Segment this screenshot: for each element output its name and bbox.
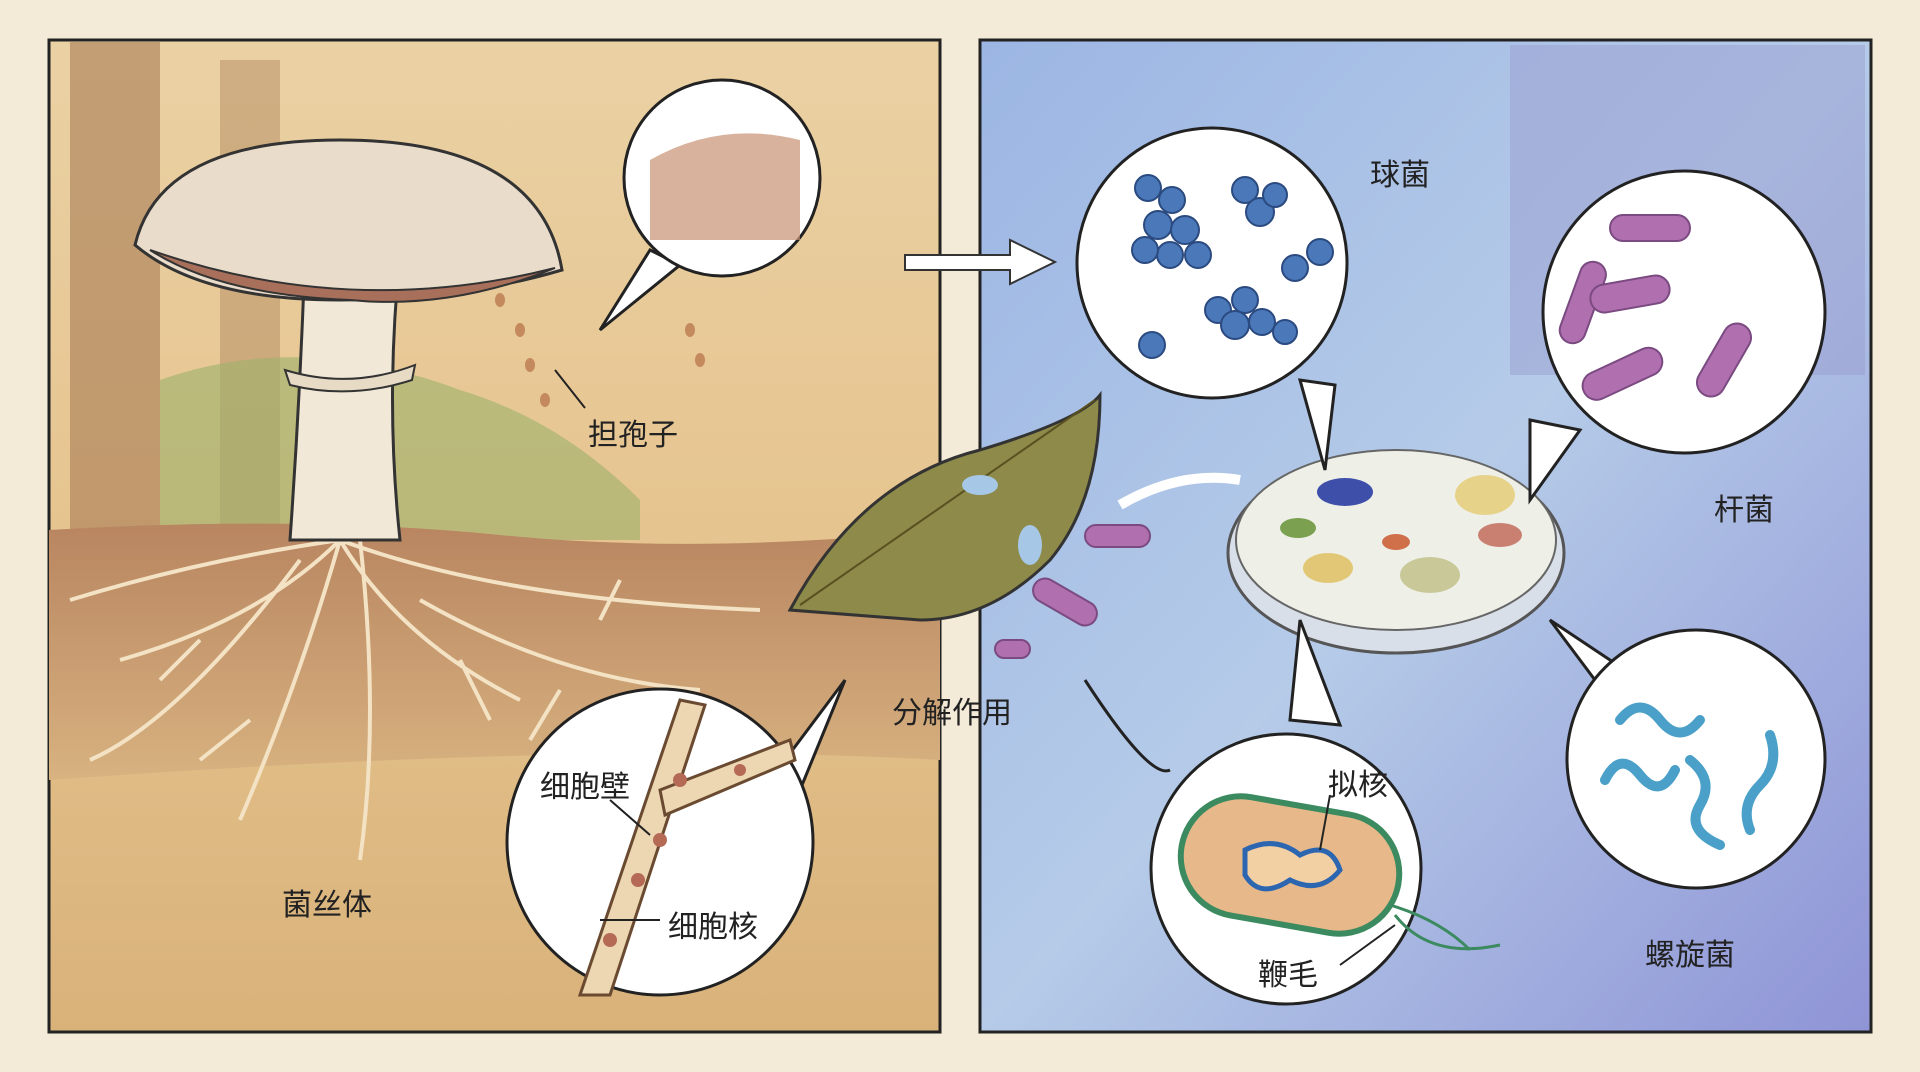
falling-spores <box>495 293 705 407</box>
bacilli <box>1558 214 1752 401</box>
label-flagellum: 鞭毛 <box>1258 958 1318 993</box>
decomposing-leaf <box>787 390 1151 659</box>
label-mycelium: 菌丝体 <box>282 888 372 923</box>
mycelium-roots <box>69 538 761 861</box>
cocci <box>1131 174 1334 359</box>
label-decomposition: 分解作用 <box>892 696 1012 731</box>
label-nucleus: 细胞核 <box>668 910 758 945</box>
petri-dish <box>1226 449 1566 655</box>
spirilla <box>1600 702 1779 850</box>
nucleoid-shape <box>1242 841 1343 892</box>
arrow <box>1117 472 1241 510</box>
label-spirillum: 螺旋菌 <box>1645 938 1735 973</box>
tree-trunk <box>70 42 160 542</box>
bushes <box>160 357 640 540</box>
bacterium-cell <box>1177 793 1501 952</box>
label-bacillus: 杆菌 <box>1714 493 1774 528</box>
fungi-panel <box>47 38 942 1034</box>
arrow-right <box>904 238 1058 286</box>
label-cell-wall: 细胞壁 <box>540 770 630 805</box>
label-nucleoid: 拟核 <box>1328 768 1388 803</box>
nucleus-dot <box>631 873 645 887</box>
hyphae-cells <box>577 698 797 997</box>
mushroom <box>133 138 564 542</box>
flagellum-shape <box>1389 903 1501 952</box>
label-coccus: 球菌 <box>1370 158 1430 193</box>
bacteria-panel <box>978 38 1873 1034</box>
label-basidiospore: 担孢子 <box>588 418 678 453</box>
